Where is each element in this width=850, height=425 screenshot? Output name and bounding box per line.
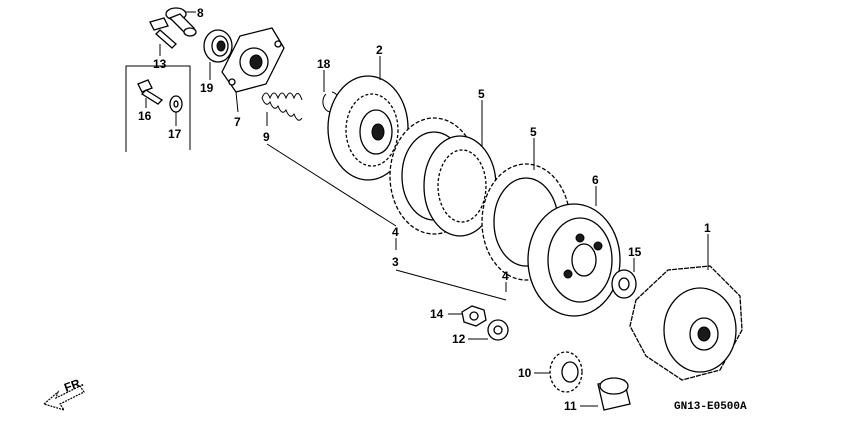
front-direction-label: FR. xyxy=(62,375,85,395)
callout-19: 19 xyxy=(200,81,214,95)
pin-8-part xyxy=(165,7,197,37)
pressure-plate-6-part xyxy=(527,203,621,317)
front-arrow-icon: FR. xyxy=(42,375,85,412)
bolt-16-part xyxy=(137,79,164,105)
callout-9: 9 xyxy=(263,130,270,144)
callout-2: 2 xyxy=(376,43,383,57)
washer-17-part xyxy=(169,95,183,113)
clutch-plate-2-part xyxy=(327,75,409,181)
nut-14-part xyxy=(461,305,487,327)
gear-10-part xyxy=(549,351,583,393)
callout-11: 11 xyxy=(564,399,577,413)
clutch-outer-1-part xyxy=(629,265,743,381)
callout-17: 17 xyxy=(168,127,182,141)
leader-lines xyxy=(125,11,709,407)
callout-18: 18 xyxy=(317,57,331,71)
callout-1: 1 xyxy=(704,221,711,235)
collar-11-part xyxy=(597,377,631,411)
callout-15: 15 xyxy=(628,245,642,259)
callout-3: 3 xyxy=(392,255,399,269)
washer-12-part xyxy=(487,319,509,341)
callout-8: 8 xyxy=(197,6,204,20)
callout-13: 13 xyxy=(153,57,167,71)
catalog-code: GN13-E0500A xyxy=(674,401,747,413)
callout-14: 14 xyxy=(430,307,444,321)
bearing-19-part xyxy=(203,29,233,63)
callout-6: 6 xyxy=(592,173,599,187)
callout-4-upper: 4 xyxy=(392,225,399,239)
bracket-7-part xyxy=(221,27,285,93)
callout-labels: 8 13 19 7 16 17 18 2 9 5 5 6 4 3 4 15 1 … xyxy=(138,6,711,413)
callout-5-upper: 5 xyxy=(478,87,485,101)
callout-12: 12 xyxy=(452,332,466,346)
callout-16: 16 xyxy=(138,109,152,123)
spring-9-part xyxy=(261,92,303,121)
callout-4-lower: 4 xyxy=(502,269,509,283)
callout-7: 7 xyxy=(234,115,241,129)
steel-plate-4a-part xyxy=(423,135,497,237)
bolt-13-part xyxy=(149,17,177,49)
lock-washer-15-part xyxy=(611,269,637,299)
callout-5-lower: 5 xyxy=(530,125,537,139)
callout-10: 10 xyxy=(518,366,532,380)
